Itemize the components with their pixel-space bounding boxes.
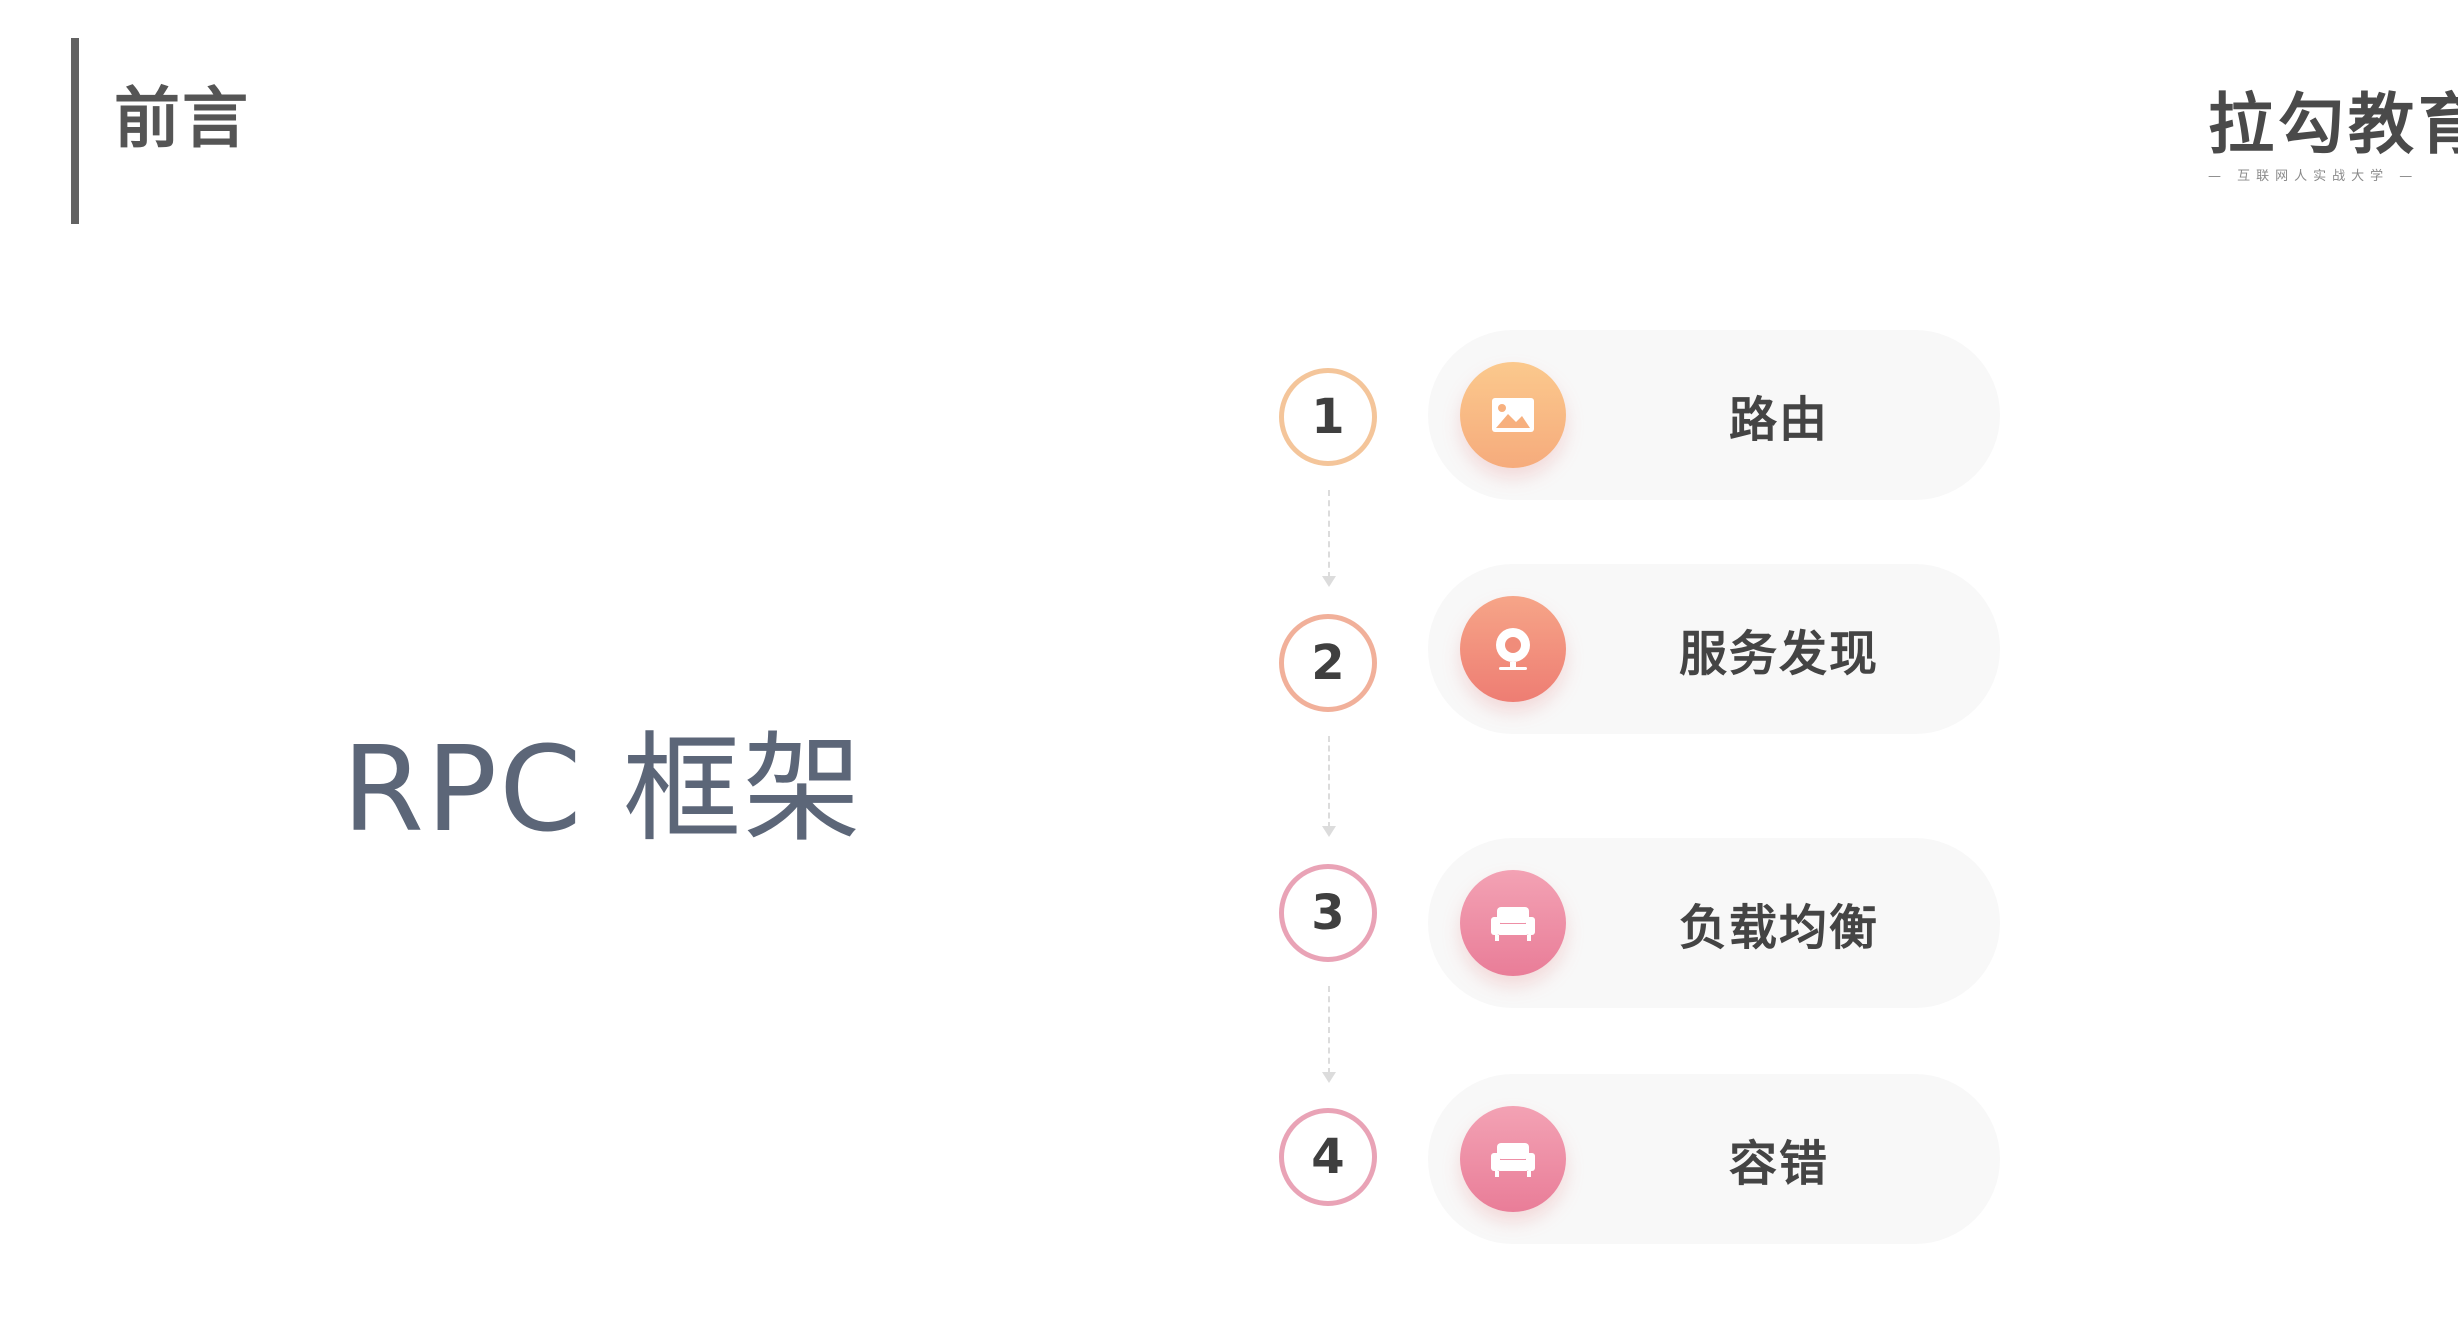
step-connector (1328, 736, 1330, 828)
step-connector-arrow (1322, 1072, 1336, 1083)
step-number-3: 3 (1279, 864, 1377, 962)
step-number-text: 4 (1311, 1129, 1345, 1185)
step-label: 路由 (1728, 392, 1829, 448)
step-label: 负载均衡 (1678, 900, 1879, 956)
step-connector-arrow (1322, 576, 1336, 587)
header-accent-bar (71, 38, 79, 224)
step-number-2: 2 (1279, 614, 1377, 712)
step-number-4: 4 (1279, 1108, 1377, 1206)
image-icon (1460, 362, 1566, 468)
main-title: RPC 框架 (342, 720, 864, 858)
step-number-text: 3 (1311, 885, 1345, 941)
webcam-icon (1460, 596, 1566, 702)
sofa-icon (1460, 870, 1566, 976)
step-label: 服务发现 (1678, 626, 1879, 682)
section-title: 前言 (114, 80, 250, 157)
step-card-2: 服务发现 (1428, 564, 2000, 734)
logo-subtitle: — 互联网人实战大学 — (2208, 169, 2419, 184)
brand-logo: 拉勾教育 — 互联网人实战大学 — (2200, 84, 2458, 194)
logo-title: 拉勾教育 (2208, 86, 2458, 163)
step-number-text: 2 (1311, 635, 1345, 691)
step-card-4: 容错 (1428, 1074, 2000, 1244)
step-connector (1328, 490, 1330, 578)
step-number-text: 1 (1311, 389, 1345, 445)
step-label: 容错 (1728, 1136, 1829, 1192)
sofa-icon (1460, 1106, 1566, 1212)
step-connector-arrow (1322, 826, 1336, 837)
step-connector (1328, 986, 1330, 1074)
step-number-1: 1 (1279, 368, 1377, 466)
step-card-3: 负载均衡 (1428, 838, 2000, 1008)
step-card-1: 路由 (1428, 330, 2000, 500)
